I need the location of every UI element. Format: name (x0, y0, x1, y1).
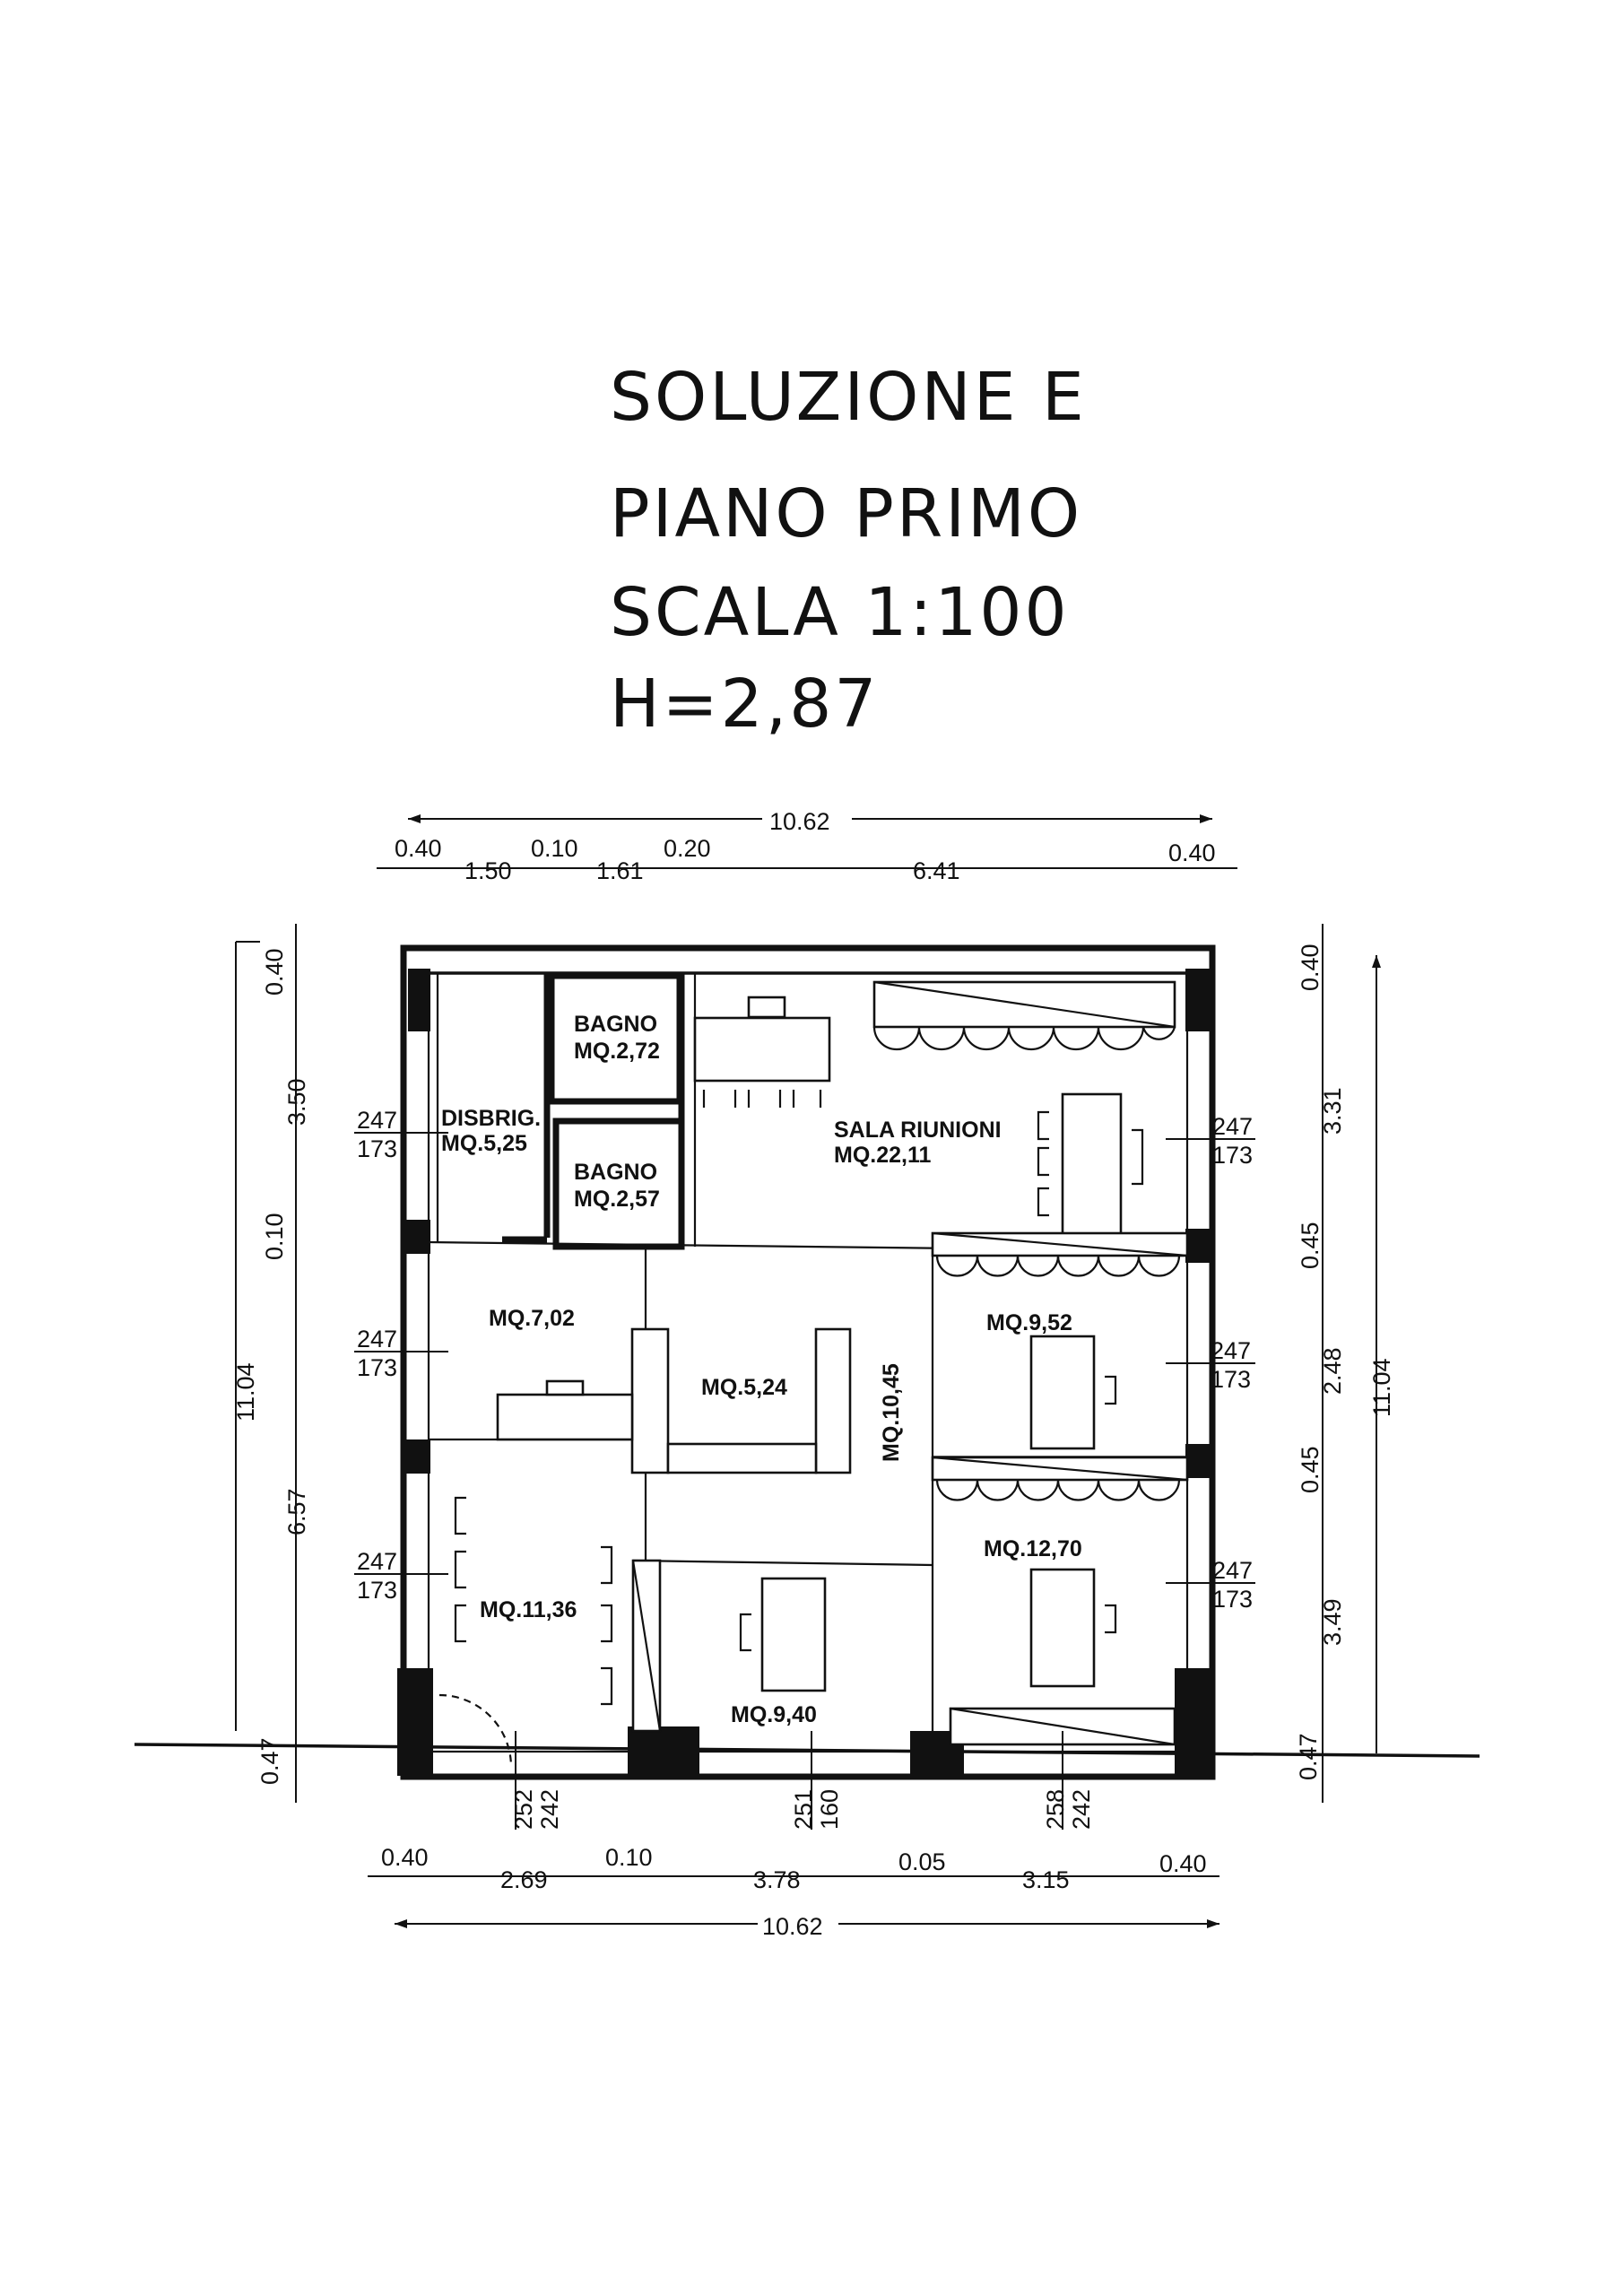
scale-label: SCALA 1:100 (610, 574, 1070, 651)
svg-text:0.40: 0.40 (261, 948, 288, 996)
office-952-furniture (931, 1231, 1189, 1450)
right-dimensions: 11.04 0.40 3.31 0.45 2.48 0.45 3.49 0.47 (1295, 924, 1395, 1803)
office-1136-furniture (438, 1496, 613, 1768)
room-bagno-1-name: BAGNO (574, 1012, 657, 1037)
svg-text:1.61: 1.61 (596, 857, 644, 884)
svg-text:252: 252 (510, 1789, 537, 1830)
office-1270-furniture (931, 1456, 1189, 1746)
svg-text:173: 173 (1211, 1366, 1251, 1393)
window-height-marks: 247 173 247 173 247 173 247 173 247 173 … (354, 1107, 1255, 1613)
svg-text:6.57: 6.57 (283, 1488, 310, 1535)
svg-text:242: 242 (536, 1789, 563, 1830)
svg-text:0.40: 0.40 (1168, 839, 1216, 866)
svg-text:247: 247 (1211, 1337, 1251, 1364)
room-1136-area: MQ.11,36 (480, 1597, 577, 1622)
room-bagno-1-area: MQ.2,72 (574, 1039, 660, 1064)
svg-text:3.50: 3.50 (283, 1078, 310, 1126)
svg-text:247: 247 (357, 1548, 397, 1575)
top-dimensions: 10.62 0.40 1.50 0.10 1.61 0.20 6.41 0.40 (377, 808, 1237, 884)
room-1270-area: MQ.12,70 (984, 1536, 1082, 1561)
svg-text:0.45: 0.45 (1297, 1446, 1324, 1493)
plan-title: SOLUZIONE E (610, 359, 1087, 436)
room-disbrig-name: DISBRIG. (441, 1106, 541, 1131)
svg-text:173: 173 (357, 1577, 397, 1604)
svg-text:242: 242 (1068, 1789, 1095, 1830)
svg-text:6.41: 6.41 (913, 857, 960, 884)
svg-text:0.40: 0.40 (1159, 1850, 1207, 1877)
svg-text:247: 247 (357, 1326, 397, 1352)
left-dimensions: 11.04 0.40 3.50 0.10 6.57 0.47 (232, 924, 310, 1803)
room-952-area: MQ.9,52 (986, 1310, 1072, 1335)
svg-text:3.49: 3.49 (1319, 1598, 1346, 1646)
svg-text:1.50: 1.50 (464, 857, 512, 884)
svg-text:10.62: 10.62 (769, 808, 830, 835)
svg-text:0.05: 0.05 (898, 1848, 946, 1875)
meeting-room-furniture (693, 980, 1176, 1239)
svg-text:0.10: 0.10 (261, 1213, 288, 1260)
svg-text:160: 160 (816, 1789, 843, 1830)
room-disbrig-area: MQ.5,25 (441, 1131, 527, 1156)
svg-text:173: 173 (1212, 1142, 1253, 1169)
room-524-area: MQ.5,24 (701, 1375, 787, 1400)
svg-text:0.45: 0.45 (1297, 1222, 1324, 1269)
svg-text:173: 173 (357, 1354, 397, 1381)
door-height-marks: 252 242 251 160 258 242 (510, 1731, 1095, 1830)
pillars (397, 969, 1212, 1776)
svg-text:3.15: 3.15 (1022, 1866, 1070, 1893)
room-1045-area: MQ.10,45 (879, 1363, 904, 1462)
office-940-furniture (631, 1559, 827, 1733)
svg-text:3.31: 3.31 (1319, 1087, 1346, 1135)
svg-text:0.40: 0.40 (381, 1844, 429, 1871)
svg-text:10.62: 10.62 (762, 1913, 823, 1940)
height-label: H=2,87 (610, 665, 880, 743)
svg-text:2.69: 2.69 (500, 1866, 548, 1893)
floor-label: PIANO PRIMO (610, 475, 1083, 552)
svg-text:2.48: 2.48 (1319, 1347, 1346, 1395)
svg-text:0.40: 0.40 (1297, 944, 1324, 991)
svg-text:3.78: 3.78 (753, 1866, 801, 1893)
svg-text:247: 247 (1212, 1557, 1253, 1584)
ground-line (134, 1743, 1480, 1758)
svg-text:247: 247 (357, 1107, 397, 1134)
svg-text:0.10: 0.10 (605, 1844, 653, 1871)
svg-text:173: 173 (1212, 1586, 1253, 1613)
room-labels: BAGNO MQ.2,72 BAGNO MQ.2,57 DISBRIG. MQ.… (441, 1012, 1082, 1727)
room-bagno-2-area: MQ.2,57 (574, 1187, 660, 1212)
room-sala-name: SALA RIUNIONI (834, 1118, 1002, 1143)
svg-text:0.20: 0.20 (664, 835, 711, 862)
svg-text:173: 173 (357, 1135, 397, 1162)
svg-text:0.47: 0.47 (256, 1737, 283, 1785)
svg-text:247: 247 (1212, 1113, 1253, 1140)
room-702-area: MQ.7,02 (489, 1306, 575, 1331)
room-sala-area: MQ.22,11 (834, 1143, 931, 1168)
svg-text:11.04: 11.04 (1368, 1358, 1395, 1417)
partition-blocks (496, 1327, 852, 1474)
room-940-area: MQ.9,40 (731, 1702, 817, 1727)
svg-text:0.40: 0.40 (395, 835, 442, 862)
svg-text:251: 251 (790, 1789, 817, 1830)
svg-text:11.04: 11.04 (232, 1362, 259, 1422)
bottom-dimensions: 0.40 2.69 0.10 3.78 0.05 3.15 0.40 10.62 (368, 1844, 1219, 1940)
svg-text:258: 258 (1042, 1789, 1069, 1830)
svg-text:0.10: 0.10 (531, 835, 578, 862)
room-bagno-2-name: BAGNO (574, 1160, 657, 1185)
svg-text:0.47: 0.47 (1295, 1733, 1322, 1780)
